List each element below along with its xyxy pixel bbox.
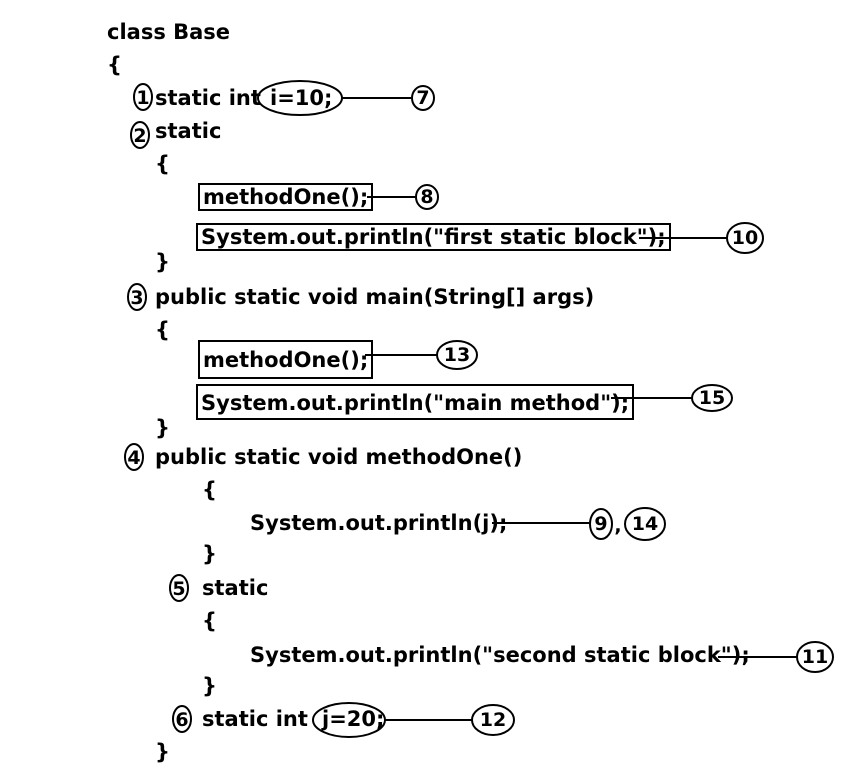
main-close-brace: } [155, 416, 170, 440]
step-15: 15 [698, 387, 726, 409]
i-assign: i=10; [270, 86, 333, 110]
step-10: 10 [731, 227, 759, 249]
step-circle-13 [436, 340, 478, 370]
class-close-brace: } [155, 740, 170, 764]
first-static-println: System.out.println("first static block")… [196, 223, 671, 251]
static-int-keyword-1: static int [155, 86, 261, 110]
static-block-open: { [155, 152, 170, 176]
static-keyword-5: static [202, 576, 269, 600]
step-circle-8 [415, 184, 439, 210]
step-circle-9 [589, 508, 613, 540]
static-block-close: } [155, 250, 170, 274]
step-7: 7 [416, 87, 430, 109]
step-circle-12 [471, 704, 515, 736]
methodone-decl: public static void methodOne() [155, 445, 523, 469]
marker-6: 6 [175, 709, 189, 731]
step-circle-11 [796, 641, 834, 673]
j-assign: j=20; [322, 707, 385, 731]
main-open-brace: { [155, 318, 170, 342]
marker-3: 3 [130, 287, 144, 309]
second-static-close-brace: } [202, 674, 217, 698]
second-static-println: System.out.println("second static block"… [250, 643, 750, 667]
marker-circle-2 [130, 121, 150, 149]
class-open-brace: { [107, 53, 122, 77]
static-methodone-call: methodOne(); [198, 183, 374, 211]
step-12: 12 [479, 709, 507, 731]
step-circle-10 [726, 222, 764, 254]
marker-circle-5 [169, 574, 189, 602]
methodone-close-brace: } [202, 542, 217, 566]
step-circle-7 [411, 85, 435, 111]
class-declaration: class Base [107, 20, 231, 44]
marker-circle-6 [172, 705, 192, 733]
step-comma: , [614, 515, 622, 537]
step-11: 11 [801, 646, 829, 668]
step-13: 13 [443, 344, 471, 366]
second-static-open-brace: { [202, 609, 217, 633]
marker-1: 1 [136, 87, 150, 109]
static-keyword-2: static [155, 119, 222, 143]
static-int-keyword-6: static int [202, 707, 308, 731]
marker-circle-4 [124, 443, 144, 471]
println-j: System.out.println(j); [250, 511, 508, 535]
step-circle-14 [624, 507, 666, 541]
step-8: 8 [420, 186, 434, 208]
marker-circle-1 [133, 83, 153, 111]
step-14: 14 [631, 513, 659, 535]
step-9: 9 [594, 513, 608, 535]
step-circle-15 [691, 384, 733, 412]
methodone-open-brace: { [202, 478, 217, 502]
marker-2: 2 [133, 125, 147, 147]
marker-4: 4 [127, 447, 141, 469]
main-println: System.out.println("main method"); [196, 384, 635, 420]
main-method-decl: public static void main(String[] args) [155, 285, 595, 309]
marker-circle-3 [127, 283, 147, 311]
marker-5: 5 [172, 578, 186, 600]
main-methodone-call: methodOne(); [198, 340, 374, 379]
